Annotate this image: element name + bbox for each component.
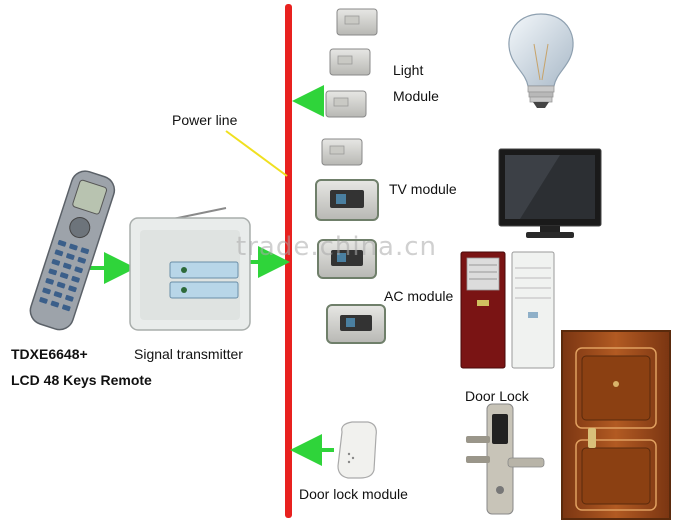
transmitter-icon: [129, 207, 251, 331]
door-lock-module-icon: [337, 421, 377, 479]
ac-module-label: AC module: [384, 288, 454, 304]
light-module-label-line2: Module: [393, 88, 439, 104]
door-lock-label: Door Lock: [465, 388, 529, 404]
ac-module-icon: [317, 239, 377, 279]
tv-module-icon: [315, 179, 379, 221]
ac-module-icon: [326, 304, 386, 344]
signal-transmitter-label: Signal transmitter: [134, 346, 243, 362]
remote-model-label: TDXE6648+: [11, 346, 88, 362]
light-module-icon: [321, 138, 363, 166]
tv-module-label: TV module: [389, 181, 457, 197]
light-module-icon: [336, 8, 378, 36]
remote-description-label: LCD 48 Keys Remote: [11, 372, 152, 388]
light-module-label-line1: Light: [393, 62, 424, 78]
light-module-icon: [325, 90, 367, 118]
door-handle-icon: [466, 403, 545, 515]
power-line-pointer: [225, 130, 288, 177]
power-line-label: Power line: [172, 112, 238, 128]
door-lock-module-label: Door lock module: [299, 486, 408, 502]
tv-icon: [498, 148, 602, 238]
light-bulb-icon: [508, 13, 574, 108]
watermark: trade.china.cn: [236, 232, 438, 262]
door-icon: [561, 330, 671, 520]
remote-control-icon: [29, 170, 116, 331]
light-module-icon: [329, 48, 371, 76]
air-conditioner-icon: [511, 251, 555, 369]
air-conditioner-icon: [460, 251, 506, 369]
